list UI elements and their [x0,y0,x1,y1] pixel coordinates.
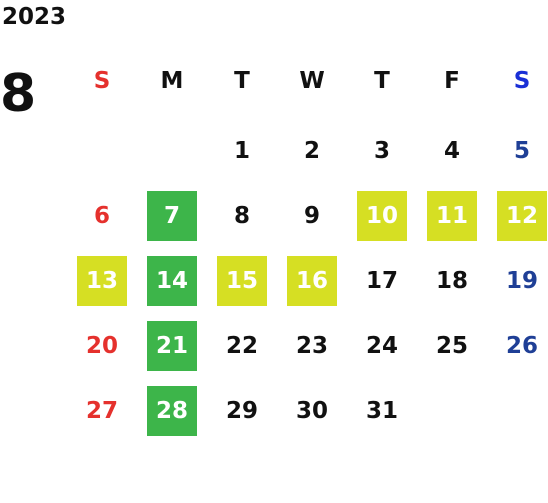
day-cell-31[interactable]: 31 [365,398,398,424]
day-cell-13[interactable]: 13 [77,256,127,306]
month-number: 8 [0,64,37,124]
weekday-header-thursday: T [374,68,390,94]
day-cell-9[interactable]: 9 [303,203,320,229]
day-cell-14[interactable]: 14 [147,256,197,306]
day-cell-22[interactable]: 22 [225,333,258,359]
day-cell-2[interactable]: 2 [303,138,320,164]
weekday-header-sunday: S [93,68,111,94]
day-cell-29[interactable]: 29 [225,398,258,424]
day-cell-20[interactable]: 20 [85,333,118,359]
day-cell-6[interactable]: 6 [93,203,110,229]
day-cell-16[interactable]: 16 [287,256,337,306]
day-cell-12[interactable]: 12 [497,191,547,241]
day-cell-21[interactable]: 21 [147,321,197,371]
day-cell-15[interactable]: 15 [217,256,267,306]
day-cell-5[interactable]: 5 [513,138,530,164]
weekday-header-tuesday: T [234,68,250,94]
day-cell-19[interactable]: 19 [505,268,538,294]
day-cell-28[interactable]: 28 [147,386,197,436]
day-cell-27[interactable]: 27 [85,398,118,424]
day-cell-8[interactable]: 8 [233,203,250,229]
day-cell-7[interactable]: 7 [147,191,197,241]
day-cell-18[interactable]: 18 [435,268,468,294]
weekday-header-monday: M [160,68,184,94]
weekday-header-wednesday: W [299,68,325,94]
day-cell-24[interactable]: 24 [365,333,398,359]
day-cell-25[interactable]: 25 [435,333,468,359]
day-cell-11[interactable]: 11 [427,191,477,241]
day-cell-10[interactable]: 10 [357,191,407,241]
day-cell-4[interactable]: 4 [443,138,460,164]
weekday-header-friday: F [444,68,460,94]
day-cell-30[interactable]: 30 [295,398,328,424]
day-cell-3[interactable]: 3 [373,138,390,164]
weekday-header-saturday: S [513,68,531,94]
day-cell-17[interactable]: 17 [365,268,398,294]
day-cell-26[interactable]: 26 [505,333,538,359]
day-cell-23[interactable]: 23 [295,333,328,359]
year-label: 2023 [2,4,67,30]
day-cell-1[interactable]: 1 [233,138,250,164]
